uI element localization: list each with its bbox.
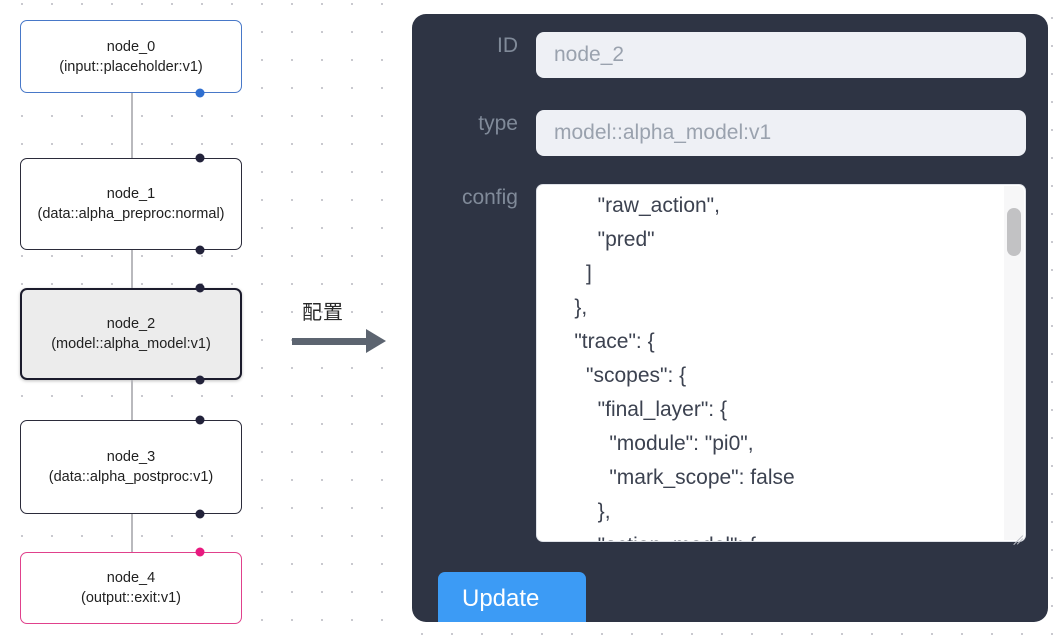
node_4-target-handle[interactable] — [195, 547, 205, 557]
edge-node3-node4 — [131, 514, 133, 552]
graph-node-node_4[interactable]: node_4 (output::exit:v1) — [20, 552, 242, 624]
edge-node2-node3 — [131, 380, 133, 420]
edge-node0-node1 — [131, 93, 133, 158]
node_1-source-handle[interactable] — [195, 245, 205, 255]
id-field-label: ID — [497, 34, 518, 57]
node-id-label: node_1 — [106, 186, 156, 202]
right-arrow-icon — [292, 338, 368, 345]
transition-annotation: 配置 — [288, 296, 398, 366]
node_0-source-handle[interactable] — [195, 88, 205, 98]
node-id-label: node_4 — [106, 570, 156, 586]
node-id-label: node_0 — [106, 38, 156, 55]
node-type-label: (data::alpha_preproc:normal) — [37, 206, 225, 222]
config-scrollbar-track[interactable] — [1004, 186, 1024, 540]
id-input[interactable] — [536, 32, 1026, 78]
type-field-label: type — [478, 112, 518, 135]
update-button[interactable]: Update — [438, 572, 586, 622]
field-row-id: ID — [426, 32, 1026, 78]
node-id-label: node_3 — [106, 449, 156, 465]
transition-label: 配置 — [302, 302, 344, 324]
node-type-label: (data::alpha_postproc:v1) — [48, 469, 214, 485]
config-field-label: config — [461, 186, 518, 209]
node-type-label: (input::placeholder:v1) — [59, 58, 203, 75]
node_3-source-handle[interactable] — [195, 509, 205, 519]
right-arrow-head-icon — [366, 329, 386, 353]
node_1-target-handle[interactable] — [195, 153, 205, 163]
edge-node1-node2 — [131, 250, 133, 288]
node_3-target-handle[interactable] — [195, 415, 205, 425]
config-scrollbar-thumb[interactable] — [1007, 208, 1021, 256]
graph-node-node_0[interactable]: node_0 (input::placeholder:v1) — [20, 20, 242, 93]
graph-node-node_2[interactable]: node_2 (model::alpha_model:v1) — [20, 288, 242, 380]
config-textarea[interactable]: "raw_action", "pred" ] }, "trace": { "sc… — [536, 184, 1026, 542]
node-inspector-panel: ID type config "raw_action", "pred" ] },… — [412, 14, 1048, 622]
node-type-label: (output::exit:v1) — [81, 590, 181, 606]
field-row-config: config "raw_action", "pred" ] }, "trace"… — [426, 184, 1026, 545]
graph-node-node_3[interactable]: node_3 (data::alpha_postproc:v1) — [20, 420, 242, 514]
node-type-label: (model::alpha_model:v1) — [51, 336, 211, 352]
node-id-label: node_2 — [106, 316, 156, 332]
node_2-source-handle[interactable] — [195, 375, 205, 385]
field-row-type: type — [426, 110, 1026, 156]
type-input[interactable] — [536, 110, 1026, 156]
config-editor-wrapper: "raw_action", "pred" ] }, "trace": { "sc… — [536, 184, 1026, 545]
resize-handle-icon[interactable] — [1007, 524, 1024, 545]
graph-node-node_1[interactable]: node_1 (data::alpha_preproc:normal) — [20, 158, 242, 250]
graph-canvas[interactable]: node_0 (input::placeholder:v1) node_1 (d… — [0, 0, 400, 643]
node_2-target-handle[interactable] — [195, 283, 205, 293]
